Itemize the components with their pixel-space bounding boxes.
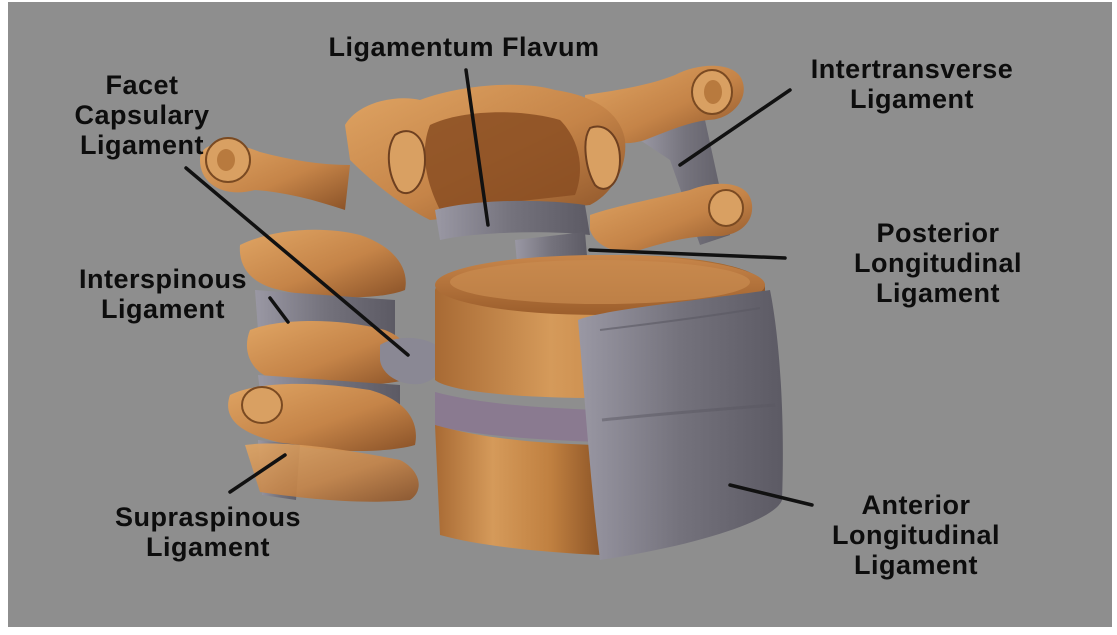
label-interspinous-ligament: Interspinous Ligament [28, 264, 298, 324]
label-facet-capsulary-ligament: Facet Capsulary Ligament [28, 70, 256, 160]
label-supraspinous-ligament: Supraspinous Ligament [58, 502, 358, 562]
left-articular-facet [389, 131, 425, 193]
lower-vertebral-body [435, 425, 600, 555]
label-ligamentum-flavum: Ligamentum Flavum [248, 32, 680, 62]
label-anterior-longitudinal-ligament: Anterior Longitudinal Ligament [778, 490, 1054, 580]
label-posterior-longitudinal-ligament: Posterior Longitudinal Ligament [808, 218, 1068, 308]
anterior-longitudinal-ligament-shape [578, 290, 783, 560]
label-intertransverse-ligament: Intertransverse Ligament [748, 54, 1076, 114]
